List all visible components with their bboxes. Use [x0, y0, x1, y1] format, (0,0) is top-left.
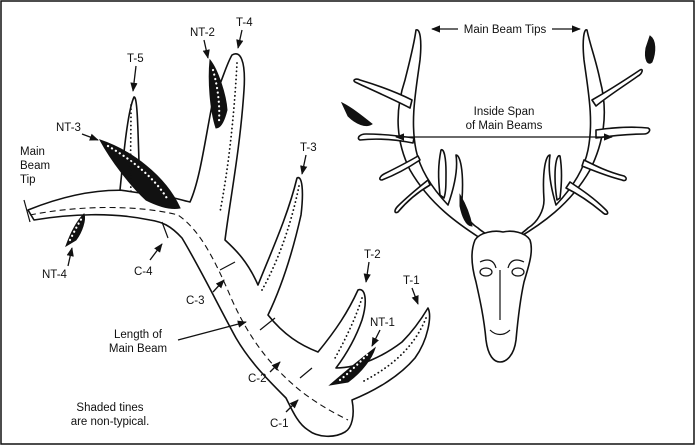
label-t5: T-5: [127, 53, 144, 65]
left-antler: [24, 54, 429, 437]
right-labels: Main Beam Tips Inside Span of Main Beams: [464, 24, 547, 132]
label-inside-span-2: of Main Beams: [466, 120, 543, 132]
label-main-beam-tip-2: Beam: [20, 160, 50, 172]
main-beam-outline: [28, 54, 429, 437]
label-nt1: NT-1: [370, 317, 395, 329]
label-t3: T-3: [300, 142, 317, 154]
front-nt-left: [342, 103, 372, 126]
right-antlers: [342, 30, 655, 362]
label-nt4: NT-4: [42, 269, 68, 281]
label-t2: T-2: [364, 249, 381, 261]
label-nt2: NT-2: [190, 27, 215, 39]
label-length-of-main-beam-1: Length of: [114, 329, 163, 341]
skull-outline: [472, 231, 531, 362]
label-t4: T-4: [236, 17, 253, 29]
label-c4: C-4: [134, 266, 153, 278]
right-view-left-antler: [398, 30, 490, 238]
note-shaded-2: are non-typical.: [71, 416, 150, 428]
label-main-beam-tip-3: Tip: [20, 174, 36, 186]
label-main-beam-tips: Main Beam Tips: [464, 24, 547, 36]
label-c3: C-3: [186, 295, 205, 307]
note-shaded-1: Shaded tines: [76, 402, 143, 414]
front-nt-right: [645, 36, 654, 63]
label-t1: T-1: [403, 275, 420, 287]
right-view-right-antler: [516, 30, 604, 238]
label-inside-span-1: Inside Span: [474, 106, 535, 118]
label-c1: C-1: [270, 418, 289, 430]
label-main-beam-tip-1: Main: [20, 146, 45, 158]
label-c2: C-2: [248, 373, 267, 385]
label-length-of-main-beam-2: Main Beam: [109, 343, 167, 355]
label-nt3: NT-3: [56, 122, 81, 134]
